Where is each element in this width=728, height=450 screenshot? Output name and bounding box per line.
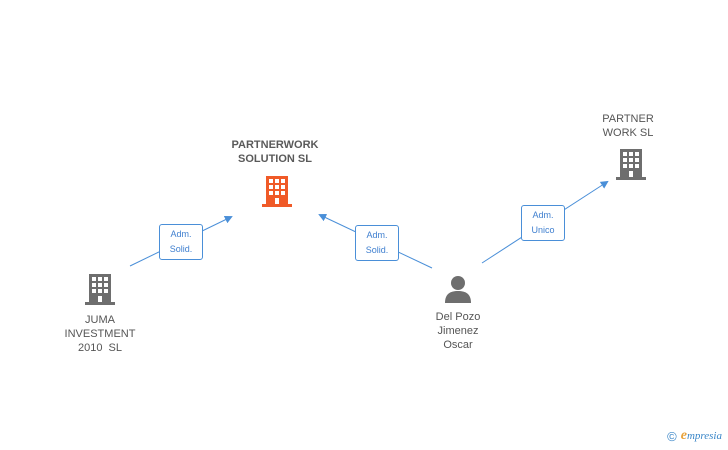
node-label-line2: SOLUTION SL	[238, 153, 312, 165]
building-icon[interactable]	[614, 147, 648, 181]
edge-label-line1: Adm.	[170, 229, 192, 239]
brand-initial: e	[680, 428, 687, 443]
node-label-line2: INVESTMENT	[64, 328, 136, 340]
node-person[interactable]: Del Pozo Jimenez Oscar	[408, 310, 508, 352]
edge-label-line2: Unico	[531, 225, 555, 235]
brand-name: mpresia	[686, 430, 722, 442]
person-icon[interactable]	[443, 274, 473, 304]
edge-label-person-to-partnerwork-solution[interactable]: Adm. Solid.	[355, 225, 399, 261]
node-partnerwork-solution[interactable]: PARTNERWORK SOLUTION SL	[215, 138, 335, 166]
node-label-line1: PARTNER	[602, 113, 654, 125]
node-label-line2: WORK SL	[602, 127, 654, 139]
node-label-line1: Del Pozo	[435, 311, 481, 323]
edge-label-line2: Solid.	[365, 245, 389, 255]
building-icon[interactable]	[83, 272, 117, 306]
edge-label-line1: Adm.	[366, 230, 388, 240]
node-label-line3: 2010 SL	[77, 342, 123, 354]
footer-brand: © empresia	[667, 428, 722, 444]
node-label-line1: PARTNERWORK	[231, 139, 319, 151]
copyright-icon: ©	[667, 428, 677, 444]
node-partner-work[interactable]: PARTNER WORK SL	[588, 112, 668, 140]
edge-label-line1: Adm.	[532, 210, 554, 220]
node-juma-investment[interactable]: JUMA INVESTMENT 2010 SL	[50, 313, 150, 355]
edge-label-person-to-partner-work[interactable]: Adm. Unico	[521, 205, 565, 241]
node-label-line1: JUMA	[85, 314, 115, 326]
edge-label-juma-to-partnerwork-solution[interactable]: Adm. Solid.	[159, 224, 203, 260]
building-icon[interactable]	[260, 174, 294, 208]
node-label-line3: Oscar	[443, 339, 473, 351]
brand-logo[interactable]: empresia	[681, 428, 722, 444]
edge-label-line2: Solid.	[169, 244, 193, 254]
node-label-line2: Jimenez	[437, 325, 479, 337]
